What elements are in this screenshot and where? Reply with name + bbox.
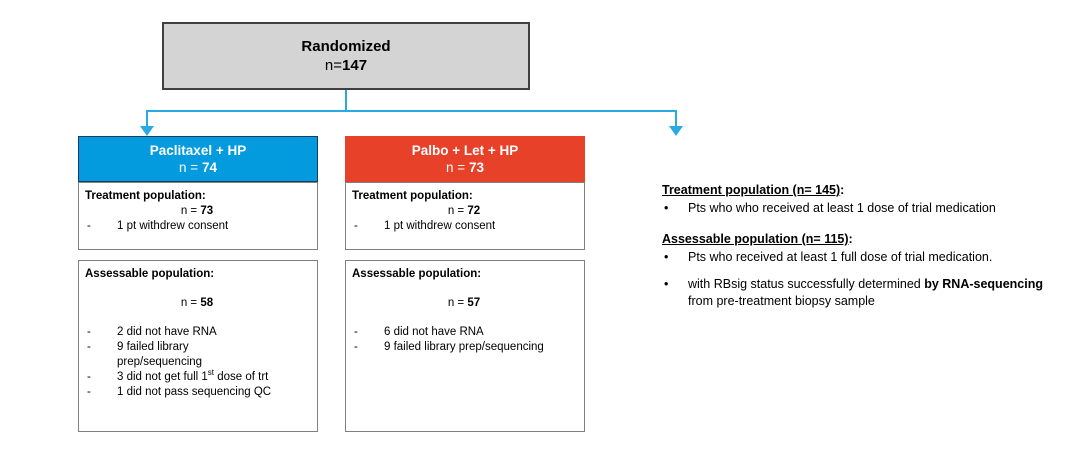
legend-heading-colon: : — [840, 183, 845, 197]
randomized-box: Randomized n=147 — [162, 22, 530, 90]
randomized-label: Randomized — [301, 38, 391, 55]
arm-header-paclitaxel: Paclitaxel + HP n = 74 — [78, 136, 318, 182]
arm-header-count-value: 73 — [468, 160, 484, 175]
definitions-legend: Treatment population (n= 145): • Pts who… — [662, 182, 1062, 324]
note-text: 2 did not have RNA — [117, 326, 217, 338]
assessable-count-prefix: n = — [180, 297, 201, 309]
treatment-population-count: n = 72 — [352, 204, 576, 219]
arm-header-count-prefix: n = — [179, 160, 202, 175]
assessable-notes-list: - 6 did not have RNA - 9 failed library … — [352, 325, 576, 355]
treatment-notes-list: - 1 pt withdrew consent — [352, 219, 576, 234]
arm-header-count: n = 74 — [179, 159, 217, 176]
assessable-population-box-right: Assessable population: n = 57 - 6 did no… — [345, 260, 585, 432]
note-text-after-superscript: dose of trt — [214, 371, 269, 383]
arm-column-palbo: Palbo + Let + HP n = 73 Treatment popula… — [345, 136, 585, 432]
bullet-marker-icon: • — [664, 201, 669, 215]
treatment-notes-list: - 1 pt withdrew consent — [85, 219, 309, 234]
assessable-population-title: Assessable population: — [352, 268, 482, 280]
bullet-marker-icon: • — [664, 277, 669, 291]
connector-right-drop — [675, 110, 677, 126]
arm-header-count-prefix: n = — [446, 160, 469, 175]
list-item: - 1 pt withdrew consent — [352, 219, 576, 234]
treatment-population-box-left: Treatment population: n = 73 - 1 pt with… — [78, 182, 318, 250]
treatment-population-title: Treatment population: — [85, 190, 206, 202]
legend-bullet-text-before-bold: with RBsig status successfully determine… — [688, 277, 925, 291]
assessable-population-title: Assessable population: — [85, 268, 215, 280]
list-item: - 3 did not get full 1st dose of trt — [85, 368, 309, 385]
randomized-count-prefix: n= — [324, 57, 343, 74]
list-item: - 2 did not have RNA — [85, 325, 309, 340]
legend-bullet: • Pts who who received at least 1 dose o… — [662, 200, 1062, 217]
arrow-head-left-icon — [140, 126, 154, 136]
list-item: - 1 did not pass sequencing QC — [85, 385, 309, 400]
assessable-count-prefix: n = — [447, 297, 468, 309]
arm-column-paclitaxel: Paclitaxel + HP n = 74 Treatment populat… — [78, 136, 318, 432]
list-item: - 1 pt withdrew consent — [85, 219, 309, 234]
note-text: 1 pt withdrew consent — [384, 220, 496, 232]
legend-heading-underlined-text: Assessable population (n= 115) — [662, 232, 849, 246]
legend-bullet-text: Pts who received at least 1 full dose of… — [688, 250, 993, 264]
legend-bullet-text: Pts who who received at least 1 dose of … — [688, 201, 996, 215]
assessable-count-value: 58 — [200, 297, 214, 309]
legend-bullet: • Pts who received at least 1 full dose … — [662, 249, 1062, 266]
dash-marker: - — [354, 220, 358, 232]
legend-bullet: • with RBsig status successfully determi… — [662, 276, 1062, 310]
note-text: 1 pt withdrew consent — [117, 220, 229, 232]
connector-stem — [345, 90, 347, 112]
legend-group-assessable: Assessable population (n= 115): • Pts wh… — [662, 231, 1062, 310]
legend-bullet-bold-text: by RNA-sequencing — [924, 277, 1043, 291]
list-item: - 9 failed library prep/sequencing — [85, 340, 309, 370]
treatment-population-title: Treatment population: — [352, 190, 473, 202]
ordinal-superscript: st — [207, 368, 215, 378]
note-text: 9 failed library — [117, 341, 189, 353]
treatment-population-count: n = 73 — [85, 204, 309, 219]
randomized-count-value: 147 — [342, 57, 368, 74]
legend-heading-underlined-text: Treatment population (n= 145) — [662, 183, 841, 197]
assessable-notes-list: - 2 did not have RNA - 9 failed library … — [85, 325, 309, 400]
arm-header-palbo: Palbo + Let + HP n = 73 — [345, 136, 585, 182]
assessable-population-box-left: Assessable population: n = 58 - 2 did no… — [78, 260, 318, 432]
treatment-count-value: 73 — [200, 205, 214, 217]
dash-marker: - — [87, 341, 91, 353]
assessable-population-count: n = 57 — [352, 296, 576, 311]
arm-header-title: Paclitaxel + HP — [149, 143, 247, 158]
dash-marker: - — [87, 371, 91, 383]
arm-header-count: n = 73 — [446, 159, 484, 176]
treatment-count-prefix: n = — [180, 205, 201, 217]
dash-marker: - — [87, 220, 91, 232]
dash-marker: - — [87, 386, 91, 398]
randomized-count: n=147 — [325, 56, 367, 75]
legend-group-treatment: Treatment population (n= 145): • Pts who… — [662, 182, 1062, 217]
note-text-before-superscript: 3 did not get full 1 — [117, 371, 208, 383]
arrow-head-right-icon — [669, 126, 683, 136]
connector-horizontal-bar — [146, 110, 677, 112]
legend-heading-treatment: Treatment population (n= 145): — [662, 182, 1062, 199]
arm-header-title: Palbo + Let + HP — [411, 143, 519, 158]
bullet-marker-icon: • — [664, 250, 669, 264]
treatment-count-value: 72 — [467, 205, 481, 217]
connector-left-drop — [146, 110, 148, 126]
dash-marker: - — [354, 326, 358, 338]
treatment-population-box-right: Treatment population: n = 72 - 1 pt with… — [345, 182, 585, 250]
note-text: 1 did not pass sequencing QC — [117, 386, 272, 398]
legend-heading-assessable: Assessable population (n= 115): — [662, 231, 1062, 248]
note-text: 6 did not have RNA — [384, 326, 484, 338]
assessable-population-count: n = 58 — [85, 296, 309, 311]
legend-heading-colon: : — [848, 232, 853, 246]
dash-marker: - — [354, 341, 358, 353]
list-item: - 9 failed library prep/sequencing — [352, 340, 576, 355]
note-text-continuation: prep/sequencing — [117, 356, 203, 368]
treatment-count-prefix: n = — [447, 205, 468, 217]
dash-marker: - — [87, 326, 91, 338]
list-item: - 6 did not have RNA — [352, 325, 576, 340]
arm-header-count-value: 74 — [201, 160, 217, 175]
assessable-count-value: 57 — [467, 297, 481, 309]
legend-bullet-text-after-bold: from pre-treatment biopsy sample — [688, 294, 875, 308]
note-text: 9 failed library prep/sequencing — [384, 341, 544, 353]
